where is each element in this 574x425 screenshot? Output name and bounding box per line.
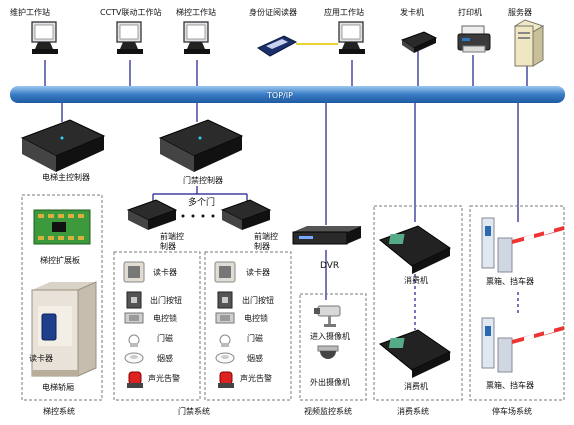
label-door-magnet-2: 门磁 — [247, 334, 263, 343]
label-camera-out: 外出摄像机 — [310, 378, 350, 387]
label-access-system: 门禁系统 — [178, 407, 210, 416]
label-access-controller: 门禁控制器 — [183, 176, 223, 185]
label-front-controller-1: 前端控制器 — [160, 232, 184, 251]
id-reader-icon — [256, 35, 298, 57]
label-cctv-ws: CCTV联动工作站 — [100, 8, 162, 17]
label-alarm-1: 声光告警 — [148, 374, 180, 383]
label-elevator-system: 梯控系统 — [43, 407, 75, 416]
label-server: 服务器 — [508, 8, 532, 17]
access-device-icons — [123, 261, 236, 388]
label-card-issuer: 发卡机 — [400, 8, 424, 17]
label-door-magnet-1: 门磁 — [157, 334, 173, 343]
label-smoke-1: 烟感 — [157, 354, 173, 363]
camera-icon — [314, 305, 341, 327]
label-elevator-main-controller: 电梯主控制器 — [42, 173, 90, 182]
pos-machine-icon — [379, 225, 451, 274]
label-smoke-2: 烟感 — [247, 354, 263, 363]
label-parking-device-1: 票箱、挡车器 — [486, 277, 534, 286]
label-alarm-2: 声光告警 — [240, 374, 272, 383]
access-controller-icon — [158, 119, 244, 172]
network-bus — [10, 86, 565, 103]
label-app-ws: 应用工作站 — [324, 8, 364, 17]
front-controller-icon — [220, 199, 272, 230]
label-exit-button-2: 出门按钮 — [242, 296, 274, 305]
pos-machine-icon — [379, 329, 451, 378]
label-consume-system: 消费系统 — [397, 407, 429, 416]
label-elevator-ws: 梯控工作站 — [176, 8, 216, 17]
bus-label: TOP/IP — [267, 91, 293, 100]
label-elevator-reader: 读卡器 — [29, 354, 53, 363]
label-parking-system: 停车场系统 — [492, 407, 532, 416]
label-video-system: 视频监控系统 — [304, 407, 352, 416]
parking-gate-icon — [481, 217, 564, 273]
label-pos-2: 消费机 — [404, 382, 428, 391]
dome-camera-icon — [317, 345, 339, 359]
label-card-reader-1: 读卡器 — [153, 268, 177, 277]
label-id-reader: 身份证阅读器 — [249, 8, 297, 17]
label-electric-lock-2: 电控锁 — [244, 314, 268, 323]
monitor-icons — [31, 21, 365, 54]
label-electric-lock-1: 电控锁 — [153, 314, 177, 323]
card-issuer-icon — [400, 31, 438, 53]
server-icon — [513, 19, 545, 67]
label-pos-1: 消费机 — [404, 276, 428, 285]
dvr-icon — [292, 226, 361, 245]
label-multi-door: 多个门 — [188, 198, 216, 208]
expansion-board-icon — [33, 209, 91, 245]
label-exit-button-1: 出门按钮 — [150, 296, 182, 305]
label-elevator-car: 电梯轿厢 — [42, 383, 74, 392]
printer-icon — [457, 25, 491, 53]
label-front-controller-2: 前端控制器 — [254, 232, 278, 251]
label-card-reader-2: 读卡器 — [246, 268, 270, 277]
label-dvr: DVR — [320, 261, 340, 271]
label-maint-ws: 维护工作站 — [10, 8, 50, 17]
parking-gate-icon — [481, 317, 564, 373]
label-expansion-board: 梯控扩展板 — [40, 256, 80, 265]
label-parking-device-2: 票箱、挡车器 — [486, 381, 534, 390]
label-camera-in: 进入摄像机 — [310, 332, 350, 341]
elevator-main-controller-icon — [20, 119, 106, 172]
elevator-car-icon — [31, 281, 97, 377]
front-controller-icon — [126, 199, 178, 230]
label-printer: 打印机 — [458, 8, 482, 17]
